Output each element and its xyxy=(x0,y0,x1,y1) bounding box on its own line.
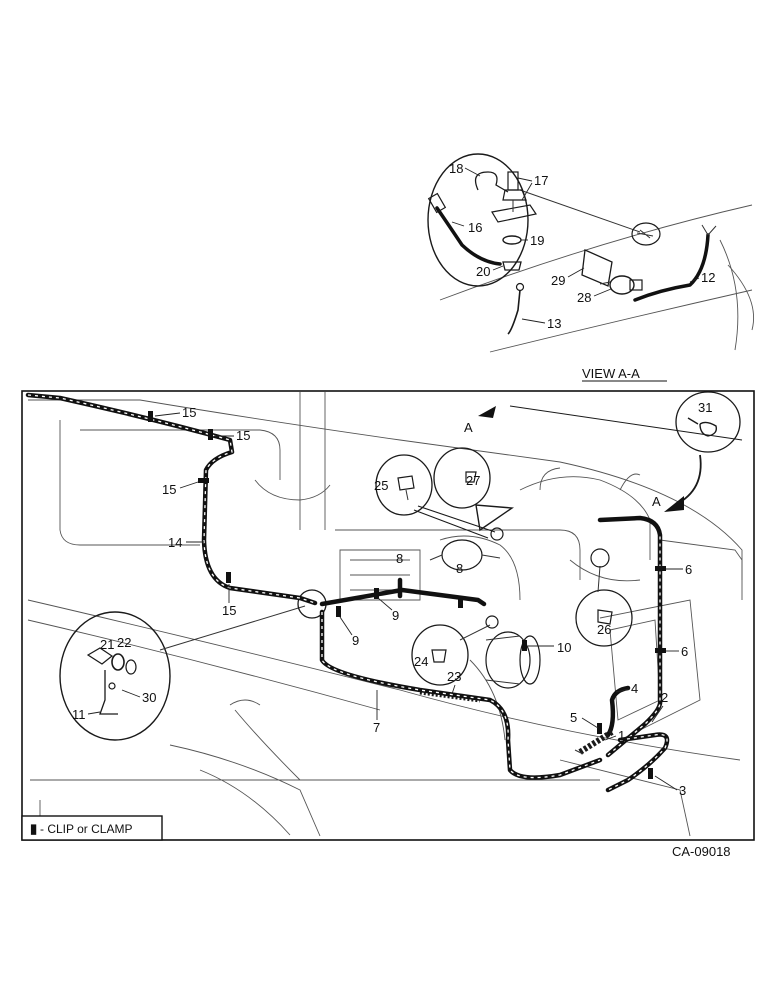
callout-29: 29 xyxy=(551,273,565,288)
callout-28: 28 xyxy=(577,290,591,305)
callout-22: 22 xyxy=(117,635,131,650)
callout-30: 30 xyxy=(142,690,156,705)
callout-9-a: 9 xyxy=(392,608,399,623)
callout-26: 26 xyxy=(597,622,611,637)
clip-markers xyxy=(148,411,666,779)
callout-6-b: 6 xyxy=(681,644,688,659)
main-callouts: A A 15 15 15 15 14 27 25 31 8 8 9 9 10 2… xyxy=(72,400,712,798)
harness-routes xyxy=(25,392,670,793)
legend-text: - CLIP or CLAMP xyxy=(40,822,132,836)
tractor-background xyxy=(27,392,743,837)
callout-9-b: 9 xyxy=(352,633,359,648)
callout-27: 27 xyxy=(466,473,480,488)
nut xyxy=(502,261,522,271)
main-view-frame xyxy=(21,390,755,841)
clip-marker xyxy=(522,640,527,651)
callout-15-c: 15 xyxy=(162,482,176,497)
callout-15-a: 15 xyxy=(182,405,196,420)
callout-13: 13 xyxy=(547,316,561,331)
callout-5: 5 xyxy=(570,710,577,725)
terminal-stud xyxy=(491,171,537,223)
callout-21: 21 xyxy=(100,637,114,652)
callout-19: 19 xyxy=(530,233,544,248)
callout-4: 4 xyxy=(631,681,638,696)
clip-marker xyxy=(655,566,666,571)
ring-terminal xyxy=(474,171,509,193)
clip-marker xyxy=(597,723,602,734)
view-a-a-detail: VIEW A-A xyxy=(427,153,755,382)
callout-14: 14 xyxy=(168,535,182,550)
clip-marker xyxy=(336,606,341,617)
clip-marker xyxy=(208,429,213,440)
drawing-number: CA-09018 xyxy=(672,844,731,859)
callout-16: 16 xyxy=(468,220,482,235)
ground-cable xyxy=(507,289,521,335)
section-marker-a-lower: A xyxy=(652,494,661,509)
detail-circle-upper xyxy=(427,153,529,287)
callout-23: 23 xyxy=(447,669,461,684)
washer xyxy=(502,235,522,245)
clip-legend: ▮ - CLIP or CLAMP xyxy=(21,815,163,841)
component-circles xyxy=(375,391,741,686)
callout-25: 25 xyxy=(374,478,388,493)
clip-marker xyxy=(374,588,379,599)
section-marker-a-upper: A xyxy=(464,420,473,435)
callout-10: 10 xyxy=(557,640,571,655)
detail-circle-lower xyxy=(59,589,327,741)
clip-marker xyxy=(458,597,463,608)
callout-15-d: 15 xyxy=(222,603,236,618)
callout-20: 20 xyxy=(476,264,490,279)
clip-marker xyxy=(148,411,153,422)
detail-reference-circle xyxy=(631,222,661,246)
clip-marker xyxy=(655,648,666,653)
clip-marker xyxy=(648,768,653,779)
view-a-a-callouts: 18 17 16 19 20 29 28 12 13 xyxy=(449,161,715,331)
callout-2: 2 xyxy=(661,690,668,705)
callout-18: 18 xyxy=(449,161,463,176)
callout-24: 24 xyxy=(414,654,428,669)
legend-symbol: ▮ xyxy=(30,821,37,836)
switch-assembly xyxy=(599,275,643,295)
callout-8-b: 8 xyxy=(456,561,463,576)
clip-marker xyxy=(226,572,231,583)
callout-3: 3 xyxy=(679,783,686,798)
section-arrows xyxy=(478,405,743,512)
callout-17: 17 xyxy=(534,173,548,188)
clip-marker xyxy=(198,478,209,483)
callout-31: 31 xyxy=(698,400,712,415)
callout-15-b: 15 xyxy=(236,428,250,443)
callout-1: 1 xyxy=(618,728,625,743)
callout-6-a: 6 xyxy=(685,562,692,577)
mounting-bracket xyxy=(581,249,613,287)
callout-12: 12 xyxy=(701,270,715,285)
callout-7: 7 xyxy=(373,720,380,735)
callout-11: 11 xyxy=(72,707,86,722)
callout-8-a: 8 xyxy=(396,551,403,566)
view-title: VIEW A-A xyxy=(582,366,640,381)
